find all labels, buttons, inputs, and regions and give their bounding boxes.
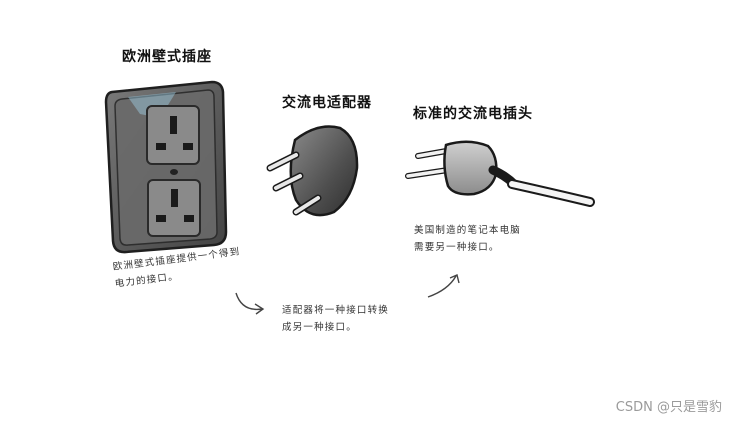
curved-arrow-left <box>236 293 262 309</box>
euro-wall-socket-image <box>106 82 226 252</box>
ac-plug-image <box>408 142 590 202</box>
ac-plug-caption-line-1: 美国制造的笔记本电脑 <box>414 223 521 240</box>
csdn-watermark: CSDN @只是雪豹 <box>616 396 722 415</box>
euro-socket-title: 欧洲壁式插座 <box>122 50 212 64</box>
ac-plug-caption-line-2: 需要另一种接口。 <box>414 240 521 257</box>
ac-adapter-image <box>270 127 357 216</box>
adapter-caption-line-2: 成另一种接口。 <box>282 320 389 337</box>
curved-arrow-right <box>428 276 456 297</box>
adapter-caption-line-1: 适配器将一种接口转换 <box>282 303 389 320</box>
ac-plug-caption: 美国制造的笔记本电脑 需要另一种接口。 <box>414 223 521 256</box>
ac-plug-title: 标准的交流电插头 <box>413 107 533 121</box>
ac-adapter-title: 交流电适配器 <box>282 96 372 110</box>
adapter-caption: 适配器将一种接口转换 成另一种接口。 <box>282 303 389 336</box>
